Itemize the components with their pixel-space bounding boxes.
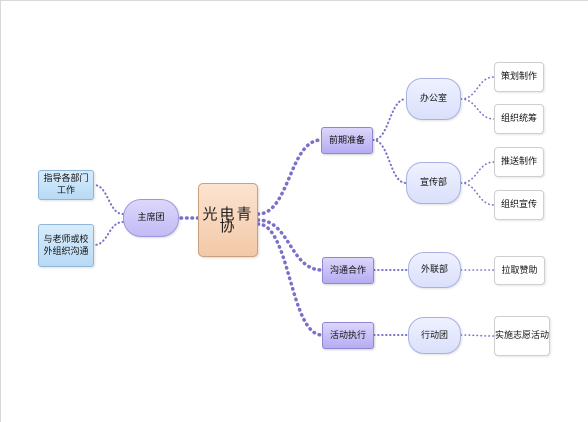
group-office-label: 办公室: [419, 94, 447, 104]
branch-preparation[interactable]: 前期准备: [321, 127, 373, 154]
root-node-label: 主席团: [137, 213, 165, 223]
link-publicity-organize: [460, 182, 495, 206]
branch-preparation-label: 前期准备: [328, 135, 365, 146]
leaf-organize-publicity-label: 组织宣传: [500, 200, 537, 210]
group-external-relations[interactable]: 外联部: [408, 252, 461, 288]
left-item-communicate-label: 与老师或校外组织沟通: [43, 234, 89, 257]
link-chairman-guide: [93, 184, 124, 215]
link-center-preparation: [256, 138, 323, 216]
leaf-volunteer-activities-label: 实施志愿活动: [495, 331, 550, 341]
leaf-push-production[interactable]: 推送制作: [494, 147, 544, 177]
root-node-chairman[interactable]: 主席团: [123, 199, 179, 237]
link-center-execution: [256, 222, 324, 337]
group-external-relations-label: 外联部: [420, 265, 448, 275]
link-preparation-publicity: [372, 139, 407, 184]
group-office[interactable]: 办公室: [406, 78, 461, 120]
link-office-plan: [460, 76, 495, 100]
leaf-push-production-label: 推送制作: [500, 157, 537, 167]
leaf-sponsorship[interactable]: 拉取赞助: [494, 256, 545, 285]
left-item-communicate[interactable]: 与老师或校外组织沟通: [38, 224, 94, 267]
leaf-volunteer-activities[interactable]: 实施志愿活动: [494, 316, 550, 356]
link-office-coordination: [460, 98, 495, 120]
group-publicity-label: 宣传部: [419, 178, 447, 188]
leaf-plan-production-label: 策划制作: [500, 72, 537, 82]
branch-execution-label: 活动执行: [329, 330, 366, 341]
group-action-team-label: 行动团: [420, 330, 448, 341]
center-label: 光电青协: [202, 205, 254, 235]
link-action-volunteer: [460, 334, 495, 337]
frame-top-line: [0, 0, 588, 1]
leaf-organize-publicity[interactable]: 组织宣传: [494, 190, 544, 220]
leaf-plan-production[interactable]: 策划制作: [494, 62, 544, 92]
left-item-guide[interactable]: 指导各部门工作: [38, 170, 94, 200]
leaf-sponsorship-label: 拉取赞助: [501, 265, 538, 276]
center-node[interactable]: 光电青协: [198, 183, 258, 257]
branch-cooperation-label: 沟通合作: [329, 265, 366, 276]
link-center-cooperation: [256, 218, 324, 272]
left-item-guide-label: 指导各部门工作: [43, 174, 89, 196]
leaf-coordination-label: 组织统筹: [500, 114, 537, 124]
branch-execution[interactable]: 活动执行: [322, 322, 374, 349]
link-publicity-push: [460, 161, 495, 184]
branch-cooperation[interactable]: 沟通合作: [322, 257, 374, 284]
link-preparation-office: [372, 98, 407, 141]
group-action-team[interactable]: 行动团: [408, 317, 461, 354]
link-chairman-communicate: [93, 221, 124, 246]
group-publicity[interactable]: 宣传部: [406, 162, 461, 204]
frame-left-line: [0, 0, 1, 422]
connector-lines: [93, 76, 495, 337]
leaf-coordination[interactable]: 组织统筹: [494, 104, 544, 134]
